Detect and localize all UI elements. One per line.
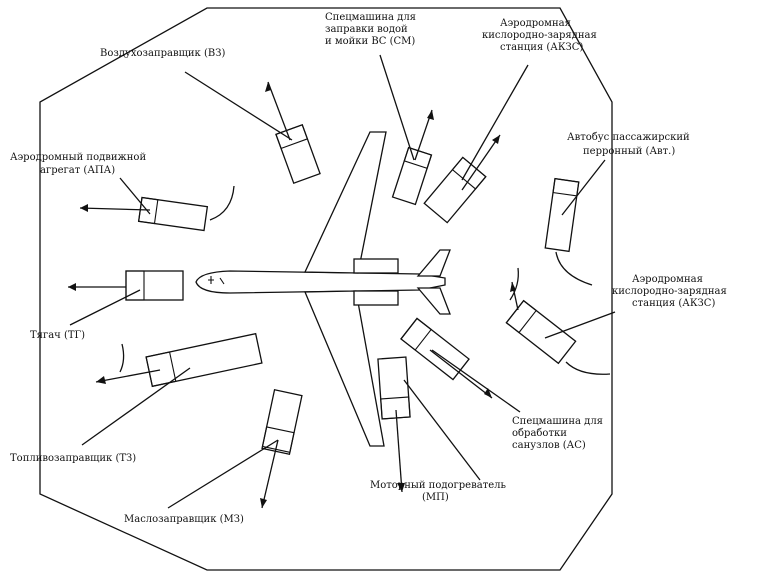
- label-apa-1: Аэродромный подвижной: [10, 152, 146, 163]
- leader-bus: [561, 159, 606, 216]
- leader-tg: [69, 289, 141, 326]
- label-akzs-right-2: кислородно-зарядная: [612, 286, 727, 297]
- label-bus-2: перронный (Авт.): [583, 146, 675, 157]
- vehicle-apa: [79, 185, 235, 232]
- leader-mz: [167, 439, 279, 509]
- vehicle-tg: [68, 270, 184, 301]
- label-sm-1: Спецмашина для: [325, 12, 416, 23]
- vehicle-akzs-top: [423, 134, 501, 224]
- aircraft-cockpit: [208, 276, 225, 285]
- vehicle-tz: [95, 332, 263, 388]
- label-tg: Тягач (ТГ): [30, 330, 85, 341]
- label-akzs-right-3: станция (АКЗС): [632, 298, 715, 309]
- leader-tz: [81, 367, 191, 446]
- label-vz: Воздухозаправщик (ВЗ): [100, 48, 225, 59]
- label-mz: Маслозаправщик (МЗ): [124, 514, 244, 525]
- label-akzs-right-1: Аэродромная: [632, 274, 703, 285]
- vehicle-akzs-right: [505, 267, 611, 375]
- label-as-1: Спецмашина для: [512, 416, 603, 427]
- label-akzs-top-1: Аэродромная: [500, 18, 571, 29]
- apron-boundary: [39, 7, 613, 571]
- aircraft-wing-lower: [304, 290, 385, 447]
- vehicle-mz: [260, 388, 303, 509]
- vehicle-sm: [391, 109, 434, 206]
- aircraft-engine-lower: [353, 290, 399, 306]
- leader-akzs-top: [461, 64, 529, 181]
- leader-sm: [379, 54, 415, 161]
- aircraft: [195, 131, 451, 447]
- leader-akzs-right: [544, 311, 616, 339]
- aircraft-wing-upper: [303, 131, 387, 274]
- aircraft-tail-upper: [416, 249, 451, 277]
- leader-vz: [184, 71, 293, 141]
- label-as-3: санузлов (АС): [512, 440, 586, 451]
- label-apa-2: агрегат (АПА): [40, 165, 115, 176]
- label-sm-3: и мойки ВС (СМ): [325, 36, 415, 47]
- leader-as: [431, 349, 521, 413]
- label-tz: Топливозаправщик (ТЗ): [10, 453, 136, 464]
- vehicle-bus: [544, 177, 593, 286]
- label-sm-2: заправки водой: [325, 24, 408, 35]
- vehicle-vz: [265, 81, 321, 185]
- aircraft-fuselage: [195, 270, 446, 294]
- label-mp-2: (МП): [422, 492, 449, 503]
- label-as-2: обработки: [512, 428, 567, 439]
- aircraft-engine-upper: [353, 258, 399, 274]
- vehicle-mp: [377, 356, 411, 493]
- label-akzs-top-2: кислородно-зарядная: [482, 30, 597, 41]
- vehicle-as: [400, 317, 493, 399]
- label-mp-1: Моторный подогреватель: [370, 480, 506, 491]
- leader-mp: [403, 379, 481, 481]
- label-bus-1: Автобус пассажирский: [567, 132, 690, 143]
- leader-apa: [119, 177, 151, 215]
- label-akzs-top-3: станция (АКЗС): [500, 42, 583, 53]
- aircraft-tail-lower: [416, 287, 451, 315]
